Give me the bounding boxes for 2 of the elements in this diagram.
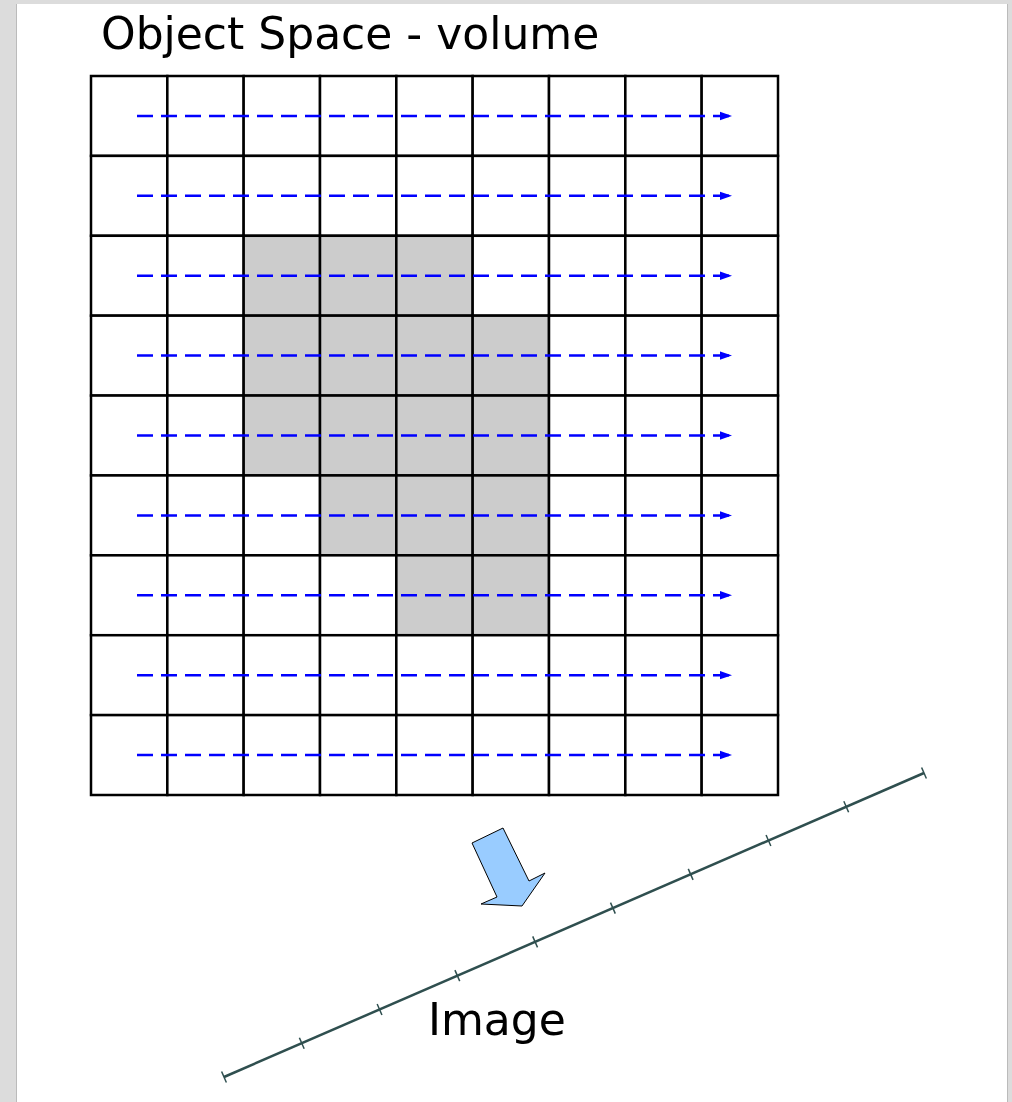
title: Object Space - volume [101, 8, 600, 60]
image-label: Image [428, 994, 566, 1046]
